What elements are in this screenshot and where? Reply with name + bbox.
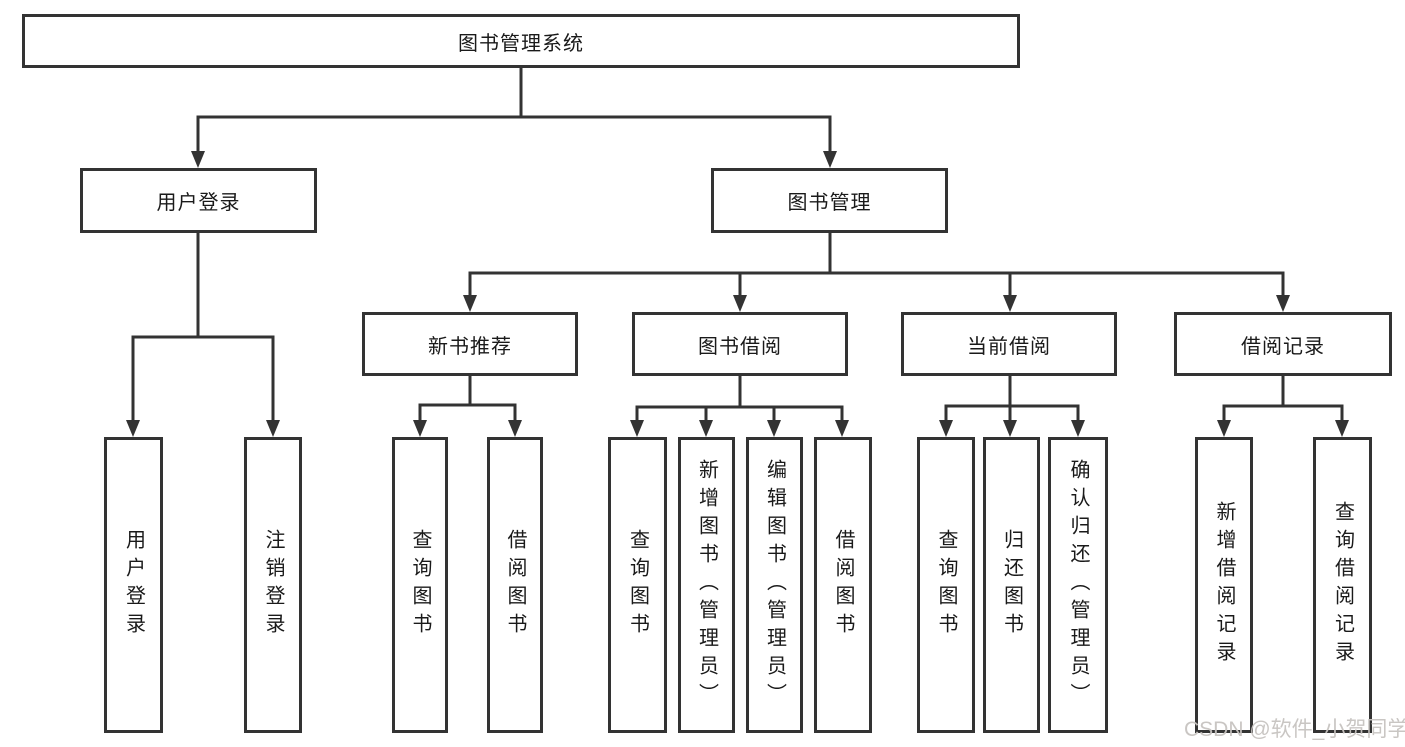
leaf-add-borrow-record-label: 新增借阅记录 xyxy=(1213,501,1235,669)
arrowhead xyxy=(630,420,644,437)
node-book-borrow: 图书借阅 xyxy=(632,312,848,376)
watermark: CSDN @软件_小贺同学 xyxy=(1184,718,1405,741)
node-user-login-label: 用户登录 xyxy=(156,192,241,214)
arrowhead xyxy=(1071,420,1085,437)
leaf-query-books-recommend: 查询图书 xyxy=(392,437,448,733)
leaf-edit-books-admin-label: 编辑图书（管理员） xyxy=(763,459,786,711)
leaf-logout: 注销登录 xyxy=(244,437,302,733)
arrowhead xyxy=(1217,420,1231,437)
node-borrow-records-label: 借阅记录 xyxy=(1241,335,1325,358)
leaf-query-books-current: 查询图书 xyxy=(917,437,975,733)
leaf-return-books: 归还图书 xyxy=(983,437,1040,733)
leaf-user-login: 用户登录 xyxy=(104,437,163,733)
leaf-add-borrow-record: 新增借阅记录 xyxy=(1195,437,1253,733)
arrowhead xyxy=(266,420,280,437)
connector-level2-split xyxy=(196,115,832,154)
connector-user-login-split xyxy=(131,335,275,423)
arrowhead xyxy=(835,420,849,437)
leaf-return-books-label: 归还图书 xyxy=(1000,529,1023,641)
connector-new-book-split xyxy=(418,403,517,423)
connector-book-borrow-split xyxy=(635,405,844,423)
arrowhead xyxy=(939,420,953,437)
arrowhead xyxy=(1335,420,1349,437)
arrowhead xyxy=(126,420,140,437)
arrowhead xyxy=(463,295,477,312)
leaf-query-books-borrow-label: 查询图书 xyxy=(626,529,649,641)
leaf-confirm-return-admin: 确认归还（管理员） xyxy=(1048,437,1108,733)
node-book-borrow-label: 图书借阅 xyxy=(698,335,782,358)
leaf-confirm-return-admin-label: 确认归还（管理员） xyxy=(1067,459,1089,711)
leaf-borrow-books-recommend-label: 借阅图书 xyxy=(504,529,526,641)
leaf-edit-books-admin: 编辑图书（管理员） xyxy=(746,437,803,733)
leaf-query-borrow-record-label: 查询借阅记录 xyxy=(1331,501,1354,669)
leaf-query-books-borrow: 查询图书 xyxy=(608,437,667,733)
leaf-borrow-books: 借阅图书 xyxy=(814,437,872,733)
node-book-management: 图书管理 xyxy=(711,168,948,233)
node-borrow-records: 借阅记录 xyxy=(1174,312,1392,376)
leaf-add-books-admin: 新增图书（管理员） xyxy=(678,437,735,733)
connector-borrow-records-split xyxy=(1222,404,1344,423)
node-new-book-recommend-label: 新书推荐 xyxy=(428,335,512,358)
node-library-system-label: 图书管理系统 xyxy=(458,32,584,55)
arrowhead xyxy=(1276,295,1290,312)
leaf-query-books-recommend-label: 查询图书 xyxy=(409,529,431,641)
arrowhead xyxy=(767,420,781,437)
node-book-management-label: 图书管理 xyxy=(787,192,872,214)
leaf-borrow-books-label: 借阅图书 xyxy=(832,529,854,641)
node-current-borrow-label: 当前借阅 xyxy=(967,335,1051,358)
connector-level3-split xyxy=(468,271,1285,298)
leaf-query-books-current-label: 查询图书 xyxy=(935,529,957,641)
arrowhead xyxy=(699,420,713,437)
arrowhead xyxy=(733,295,747,312)
leaf-user-login-label: 用户登录 xyxy=(122,529,145,641)
node-current-borrow: 当前借阅 xyxy=(901,312,1117,376)
arrowhead xyxy=(508,420,522,437)
arrowhead xyxy=(1003,420,1017,437)
connector-current-borrow-split xyxy=(944,404,1080,423)
arrowhead xyxy=(823,151,837,168)
node-user-login: 用户登录 xyxy=(80,168,317,233)
node-new-book-recommend: 新书推荐 xyxy=(362,312,578,376)
node-library-system: 图书管理系统 xyxy=(22,14,1020,68)
arrowhead xyxy=(413,420,427,437)
leaf-query-borrow-record: 查询借阅记录 xyxy=(1313,437,1372,733)
arrowhead xyxy=(191,151,205,168)
arrowhead xyxy=(1003,295,1017,312)
leaf-add-books-admin-label: 新增图书（管理员） xyxy=(695,459,718,711)
leaf-logout-label: 注销登录 xyxy=(262,529,284,641)
leaf-borrow-books-recommend: 借阅图书 xyxy=(487,437,543,733)
